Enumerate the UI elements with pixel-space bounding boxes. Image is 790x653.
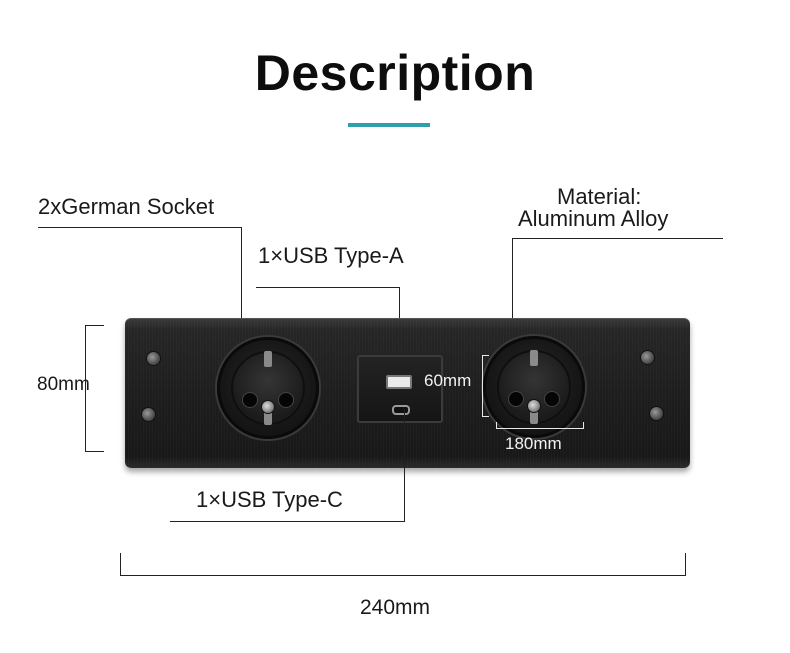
- socket-pin-hole: [242, 392, 258, 408]
- usb-module: [357, 355, 443, 423]
- german-socket-leader-h: [38, 227, 242, 228]
- page-title: Description: [254, 45, 536, 101]
- socket-pin-hole: [508, 391, 524, 407]
- german-socket-label: 2xGerman Socket: [38, 194, 215, 219]
- socket-center-screw: [527, 399, 541, 413]
- width-dimension-bracket: [120, 553, 686, 576]
- socket-spacing-label: 180mm: [505, 434, 562, 453]
- screw-icon: [141, 407, 156, 422]
- socket-pin-hole: [278, 392, 294, 408]
- earth-clip: [530, 408, 538, 424]
- usb-type-c-leader-h: [170, 521, 405, 522]
- socket-height-label: 60mm: [424, 371, 472, 390]
- usb-type-c-port: [392, 405, 410, 415]
- usb-type-a-port: [386, 375, 412, 389]
- earth-clip: [264, 409, 272, 425]
- usb-type-a-leader-h: [256, 287, 400, 288]
- socket-face: [497, 350, 571, 424]
- socket-face: [231, 351, 305, 425]
- material-leader-v: [512, 238, 513, 336]
- title-accent-bar: [348, 123, 430, 127]
- screw-icon: [640, 350, 655, 365]
- earth-clip: [264, 351, 272, 367]
- german-socket-right: [483, 336, 585, 438]
- socket-pin-hole: [544, 391, 560, 407]
- usb-type-a-label: 1×USB Type-A: [258, 243, 404, 268]
- material-leader-h: [512, 238, 723, 239]
- german-socket-left: [217, 337, 319, 439]
- height-dimension-label: 80mm: [37, 374, 90, 395]
- screw-icon: [146, 351, 161, 366]
- socket-height-bracket: [482, 355, 489, 417]
- socket-center-screw: [261, 400, 275, 414]
- socket-width-bracket: [496, 422, 584, 429]
- german-socket-leader-v: [241, 227, 242, 372]
- width-dimension-label: 240mm: [359, 596, 431, 619]
- material-label-line1: Material:: [557, 184, 642, 209]
- usb-type-c-label: 1×USB Type-C: [196, 487, 343, 512]
- usb-type-c-leader-v: [404, 409, 405, 521]
- screw-icon: [649, 406, 664, 421]
- material-label-line2: Aluminum Alloy: [518, 206, 669, 231]
- earth-clip: [530, 350, 538, 366]
- height-dimension-bracket: [85, 325, 104, 452]
